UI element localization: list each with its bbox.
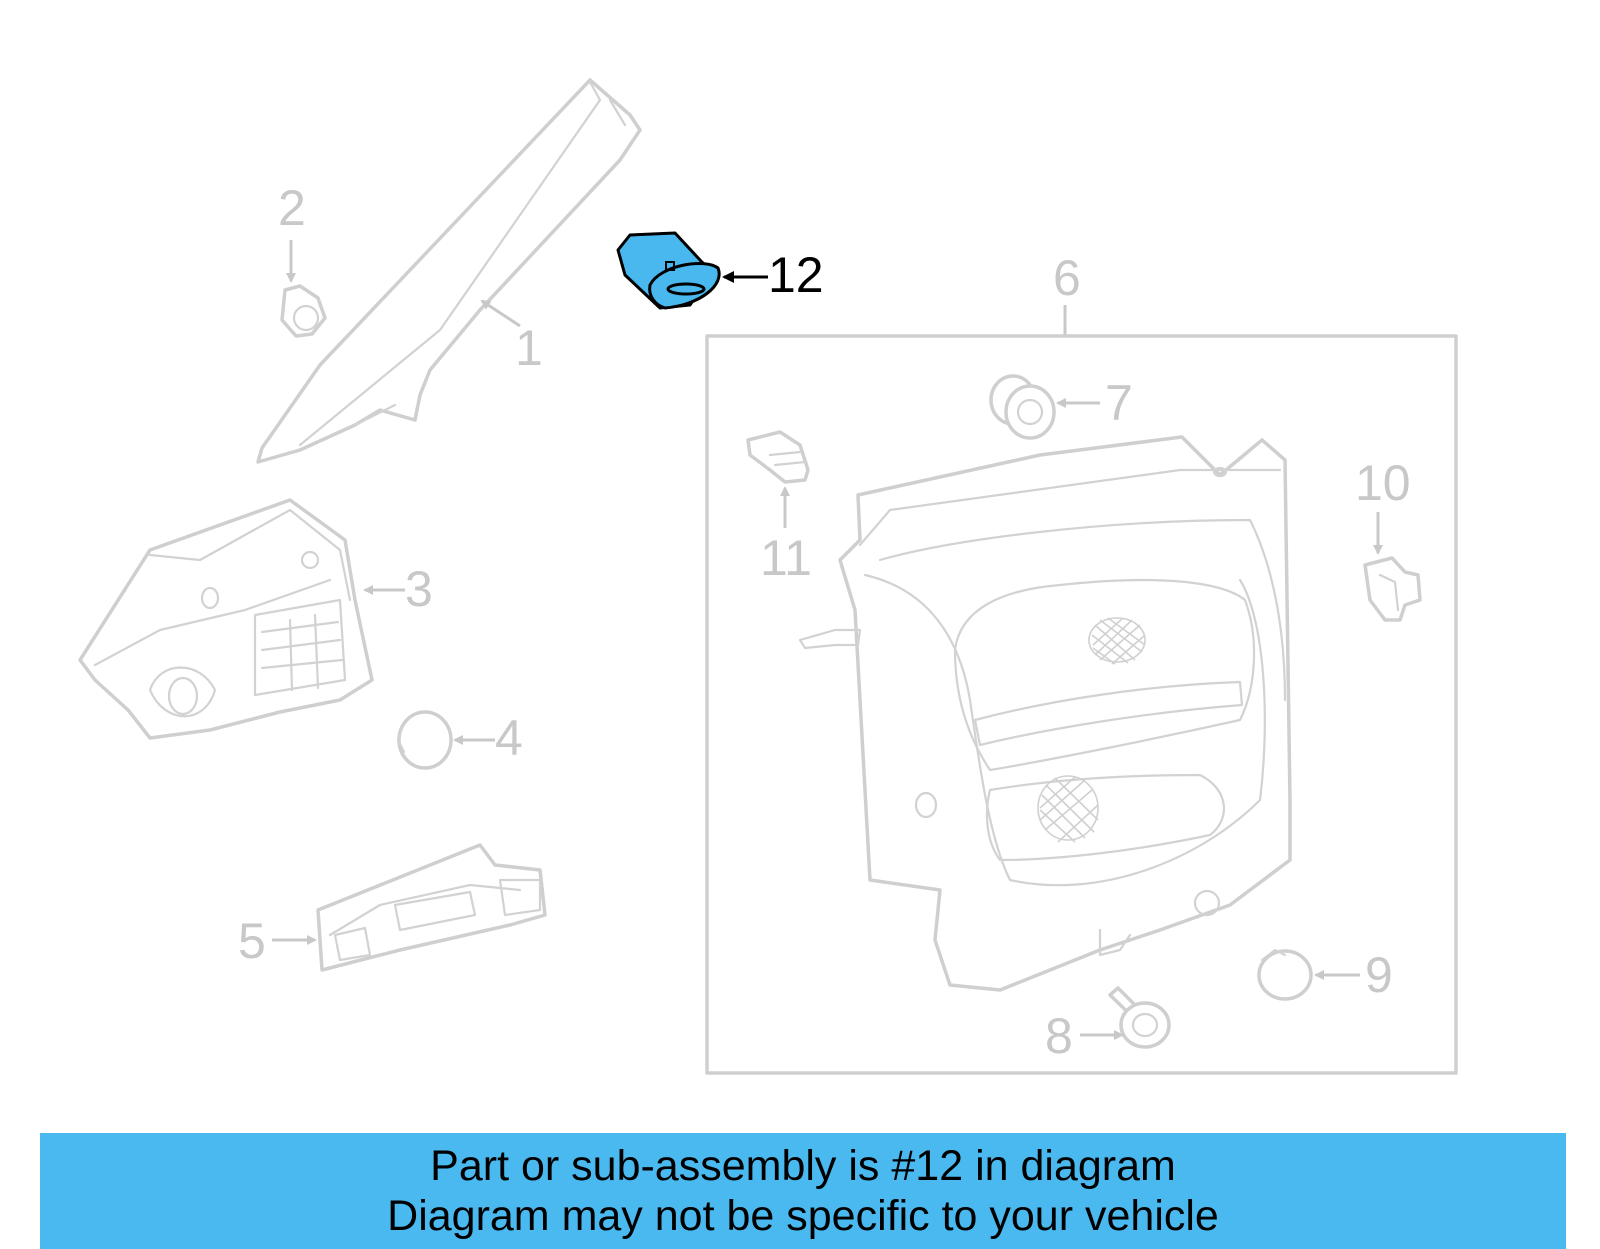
leader-1: [480, 299, 521, 328]
part-6-box: [705, 334, 1458, 1075]
part-7-fastener: [989, 374, 1056, 440]
part-1-pillar-trim: [256, 78, 642, 464]
callout-2: 2: [278, 180, 306, 236]
part-12-highlighted: [616, 231, 721, 310]
part-10-clip: [1363, 556, 1422, 622]
part-9-push-pin: [1257, 948, 1313, 1001]
callout-4: 4: [495, 710, 523, 766]
part-2-clip: [280, 284, 327, 338]
callout-7: 7: [1105, 375, 1133, 431]
callout-8: 8: [1045, 1008, 1073, 1064]
part-3-quarter-trim: [78, 498, 374, 740]
callout-11: 11: [760, 530, 812, 586]
part-8-screw: [1108, 986, 1171, 1049]
info-banner: Part or sub-assembly is #12 in diagram D…: [40, 1133, 1566, 1249]
callout-6: 6: [1053, 250, 1081, 306]
banner-line-2: Diagram may not be specific to your vehi…: [387, 1192, 1219, 1240]
callout-12: 12: [768, 247, 824, 303]
part-4-plug: [396, 710, 453, 770]
callout-10: 10: [1355, 455, 1411, 511]
callout-9: 9: [1365, 947, 1393, 1003]
banner-line-1: Part or sub-assembly is #12 in diagram: [430, 1142, 1176, 1190]
part-5-lamp-assembly: [316, 843, 547, 972]
callout-5: 5: [238, 913, 266, 969]
part-11-clip: [746, 430, 810, 484]
callout-1: 1: [515, 320, 543, 376]
callout-3: 3: [405, 561, 433, 617]
part-6-door-panel: [798, 435, 1292, 992]
